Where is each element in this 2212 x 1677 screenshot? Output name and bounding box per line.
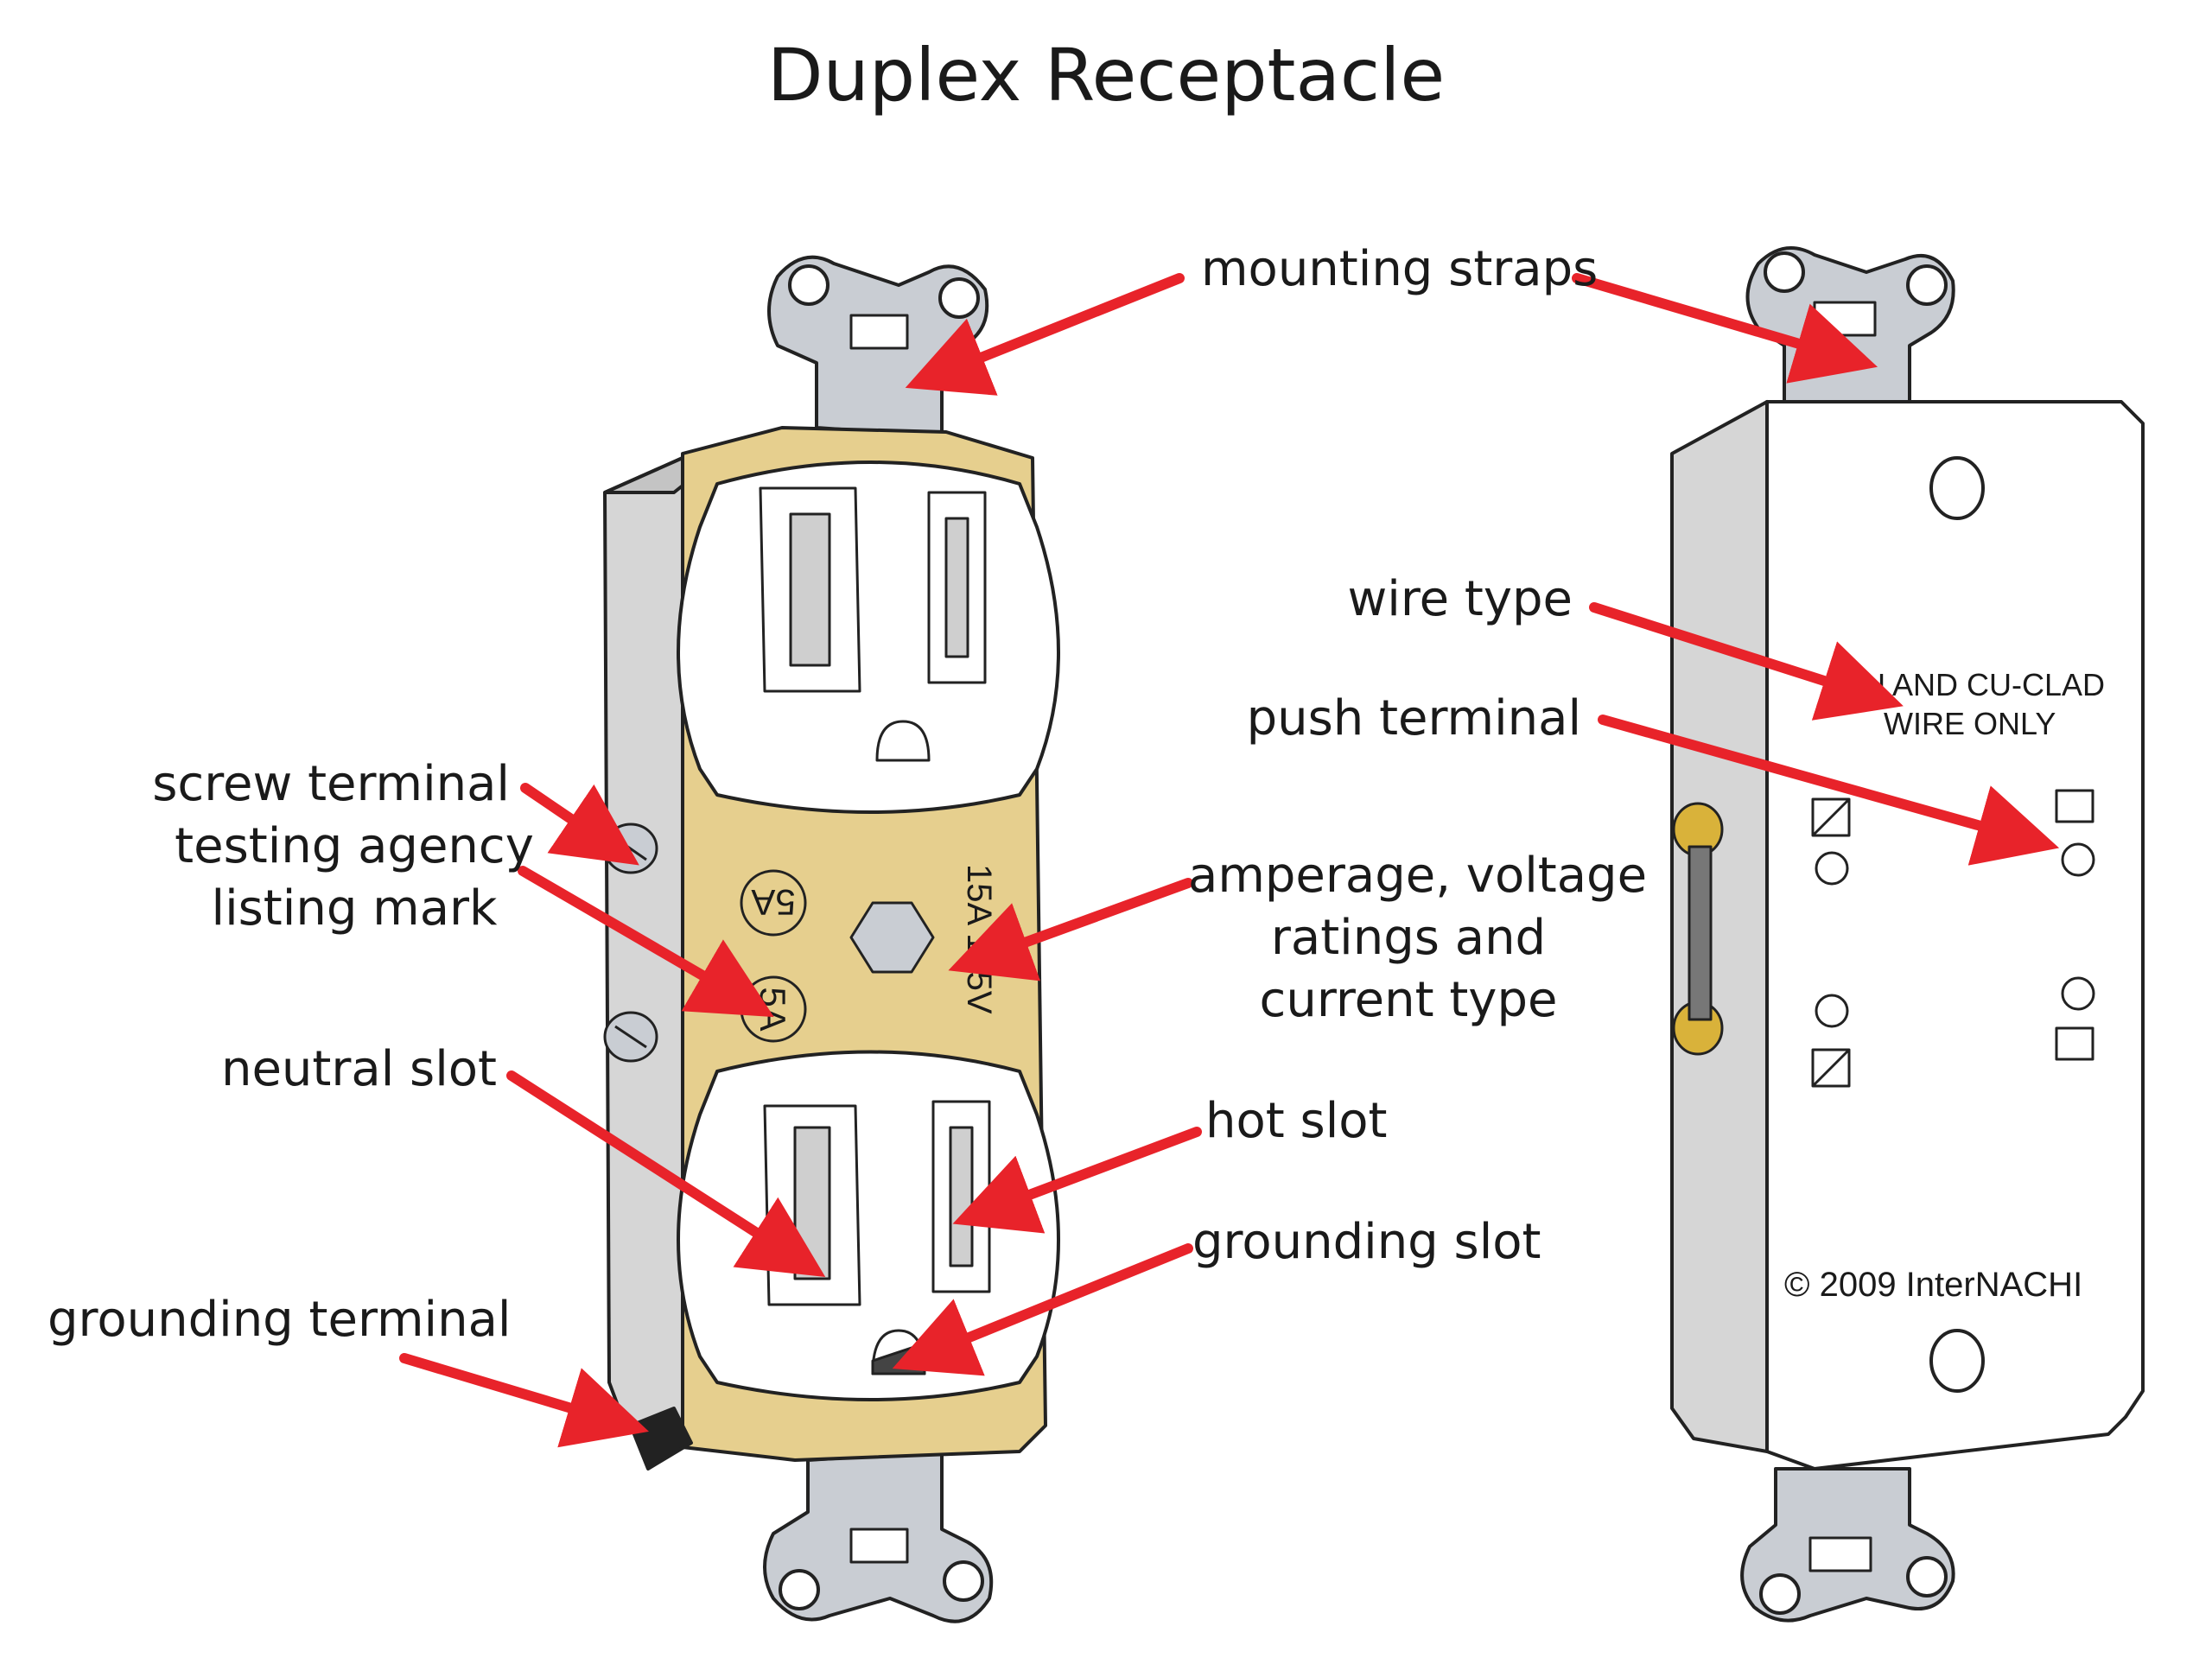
rating-marking: 15A 125V <box>960 864 998 1014</box>
front-top-strap <box>767 255 989 438</box>
label-hot-slot: hot slot <box>1205 1093 1388 1149</box>
copyright-text: © 2009 InterNACHI <box>1784 1266 2082 1304</box>
front-bottom-strap <box>763 1450 994 1623</box>
arrow-wire-type <box>1589 602 1904 721</box>
back-side-screws <box>1672 802 1724 1056</box>
arrow-amperage <box>948 878 1193 981</box>
arrow-push-terminal <box>1598 715 2060 866</box>
label-push-terminal: push terminal <box>1246 690 1581 746</box>
label-mounting-straps: mounting straps <box>1201 241 1599 297</box>
label-amperage-line-1: amperage, voltage <box>1188 848 1648 904</box>
listing-mark-top-text: 5A <box>751 882 795 923</box>
front-top-slots <box>759 486 987 762</box>
label-grounding-terminal: grounding terminal <box>48 1292 512 1348</box>
callout-arrows <box>399 273 2060 1448</box>
label-amperage-line-2: ratings and <box>1270 910 1547 966</box>
label-amperage-line-3: current type <box>1259 972 1558 1028</box>
arrow-neutral-slot <box>506 1070 826 1277</box>
back-receptacle <box>1670 246 2145 1623</box>
back-top-strap <box>1745 246 1955 408</box>
back-push-terminals <box>1811 789 2095 1088</box>
arrow-grounding-terminal <box>399 1353 649 1448</box>
arrow-grounding-slot <box>892 1243 1193 1376</box>
label-testing-agency: testing agency <box>175 818 534 874</box>
label-wire-type: wire type <box>1347 571 1573 627</box>
center-hex-nut <box>849 901 935 974</box>
arrow-listing-mark <box>518 866 774 1018</box>
arrow-screw-terminal <box>520 783 639 866</box>
label-listing-mark: listing mark <box>211 880 498 937</box>
label-neutral-slot: neutral slot <box>220 1041 497 1097</box>
arrow-mounting-straps-back <box>1572 273 1878 384</box>
arrow-hot-slot <box>952 1127 1202 1234</box>
arrow-mounting-straps-front <box>905 273 1185 396</box>
back-bottom-strap <box>1740 1467 1955 1623</box>
label-grounding-slot: grounding slot <box>1192 1214 1541 1270</box>
wire-marking-line-2: WIRE ONLY <box>1884 706 2056 741</box>
diagram-title: Duplex Receptacle <box>766 33 1446 118</box>
label-screw-terminal: screw terminal <box>152 756 510 812</box>
